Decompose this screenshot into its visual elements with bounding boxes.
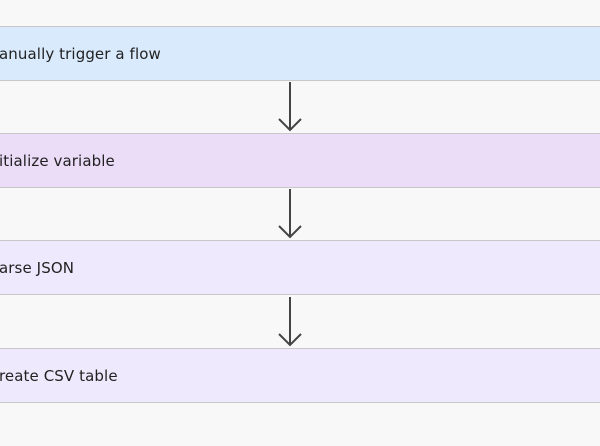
flow-step-initialize-variable[interactable]: itialize variable (0, 133, 600, 188)
step-title: anually trigger a flow (0, 44, 161, 63)
step-title: arse JSON (0, 258, 75, 277)
arrow-down-icon (278, 189, 302, 239)
step-title: reate CSV table (0, 366, 118, 385)
connector-arrow (277, 82, 303, 132)
connector-arrow (277, 189, 303, 239)
arrow-down-icon (278, 297, 302, 347)
flow-step-parse-json[interactable]: arse JSON (0, 240, 600, 295)
flow-step-create-csv-table[interactable]: reate CSV table (0, 348, 600, 403)
connector-arrow (277, 297, 303, 347)
flow-step-manual-trigger[interactable]: anually trigger a flow (0, 26, 600, 81)
arrow-down-icon (278, 82, 302, 132)
step-title: itialize variable (0, 151, 115, 170)
